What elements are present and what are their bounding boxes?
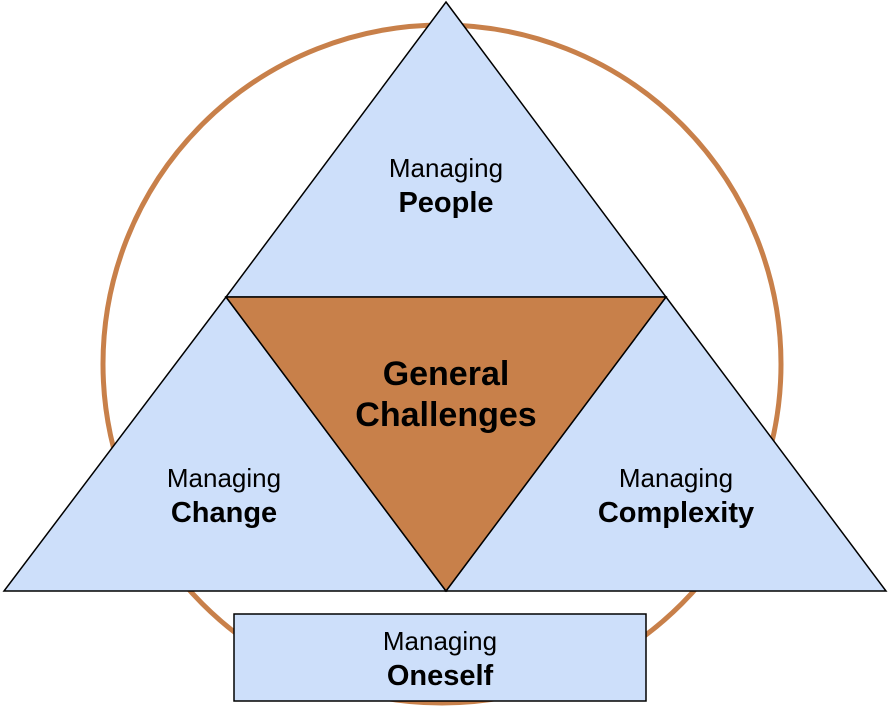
label-oneself-prefix: Managing xyxy=(382,626,498,656)
label-general-challenges: General Challenges xyxy=(296,354,596,436)
box-oneself xyxy=(233,613,647,702)
triangle-general-challenges xyxy=(224,296,668,593)
label-complexity-title: Complexity xyxy=(597,496,755,529)
label-change-title: Change xyxy=(170,496,278,529)
label-general-line1: General xyxy=(382,355,510,393)
label-complexity-prefix: Managing xyxy=(618,463,734,493)
label-people: Managing People xyxy=(346,152,546,221)
label-oneself-title: Oneself xyxy=(386,659,494,692)
label-change-prefix: Managing xyxy=(166,463,282,493)
label-people-title: People xyxy=(398,186,494,219)
label-complexity: Managing Complexity xyxy=(556,462,796,531)
label-general-line2: Challenges xyxy=(355,395,537,434)
label-change: Managing Change xyxy=(124,462,324,531)
triangle-people xyxy=(224,0,668,298)
label-people-prefix: Managing xyxy=(388,153,504,183)
label-oneself: Managing Oneself xyxy=(240,625,640,694)
